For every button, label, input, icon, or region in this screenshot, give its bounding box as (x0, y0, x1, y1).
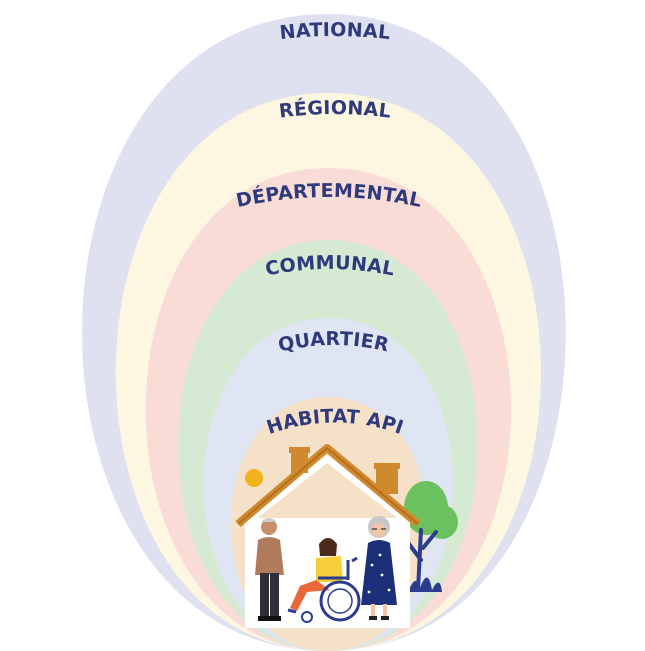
elderly-woman-icon (361, 516, 397, 620)
svg-text:RÉGIONAL: RÉGIONAL (278, 97, 392, 123)
wheelchair-user-icon (287, 538, 361, 623)
label-regional: RÉGIONAL (278, 97, 392, 123)
elderly-man-icon (255, 518, 284, 621)
label-national: NATIONAL (279, 19, 392, 44)
svg-text:NATIONAL: NATIONAL (279, 19, 392, 44)
sun-icon (245, 469, 263, 487)
house-illustration (235, 444, 458, 628)
